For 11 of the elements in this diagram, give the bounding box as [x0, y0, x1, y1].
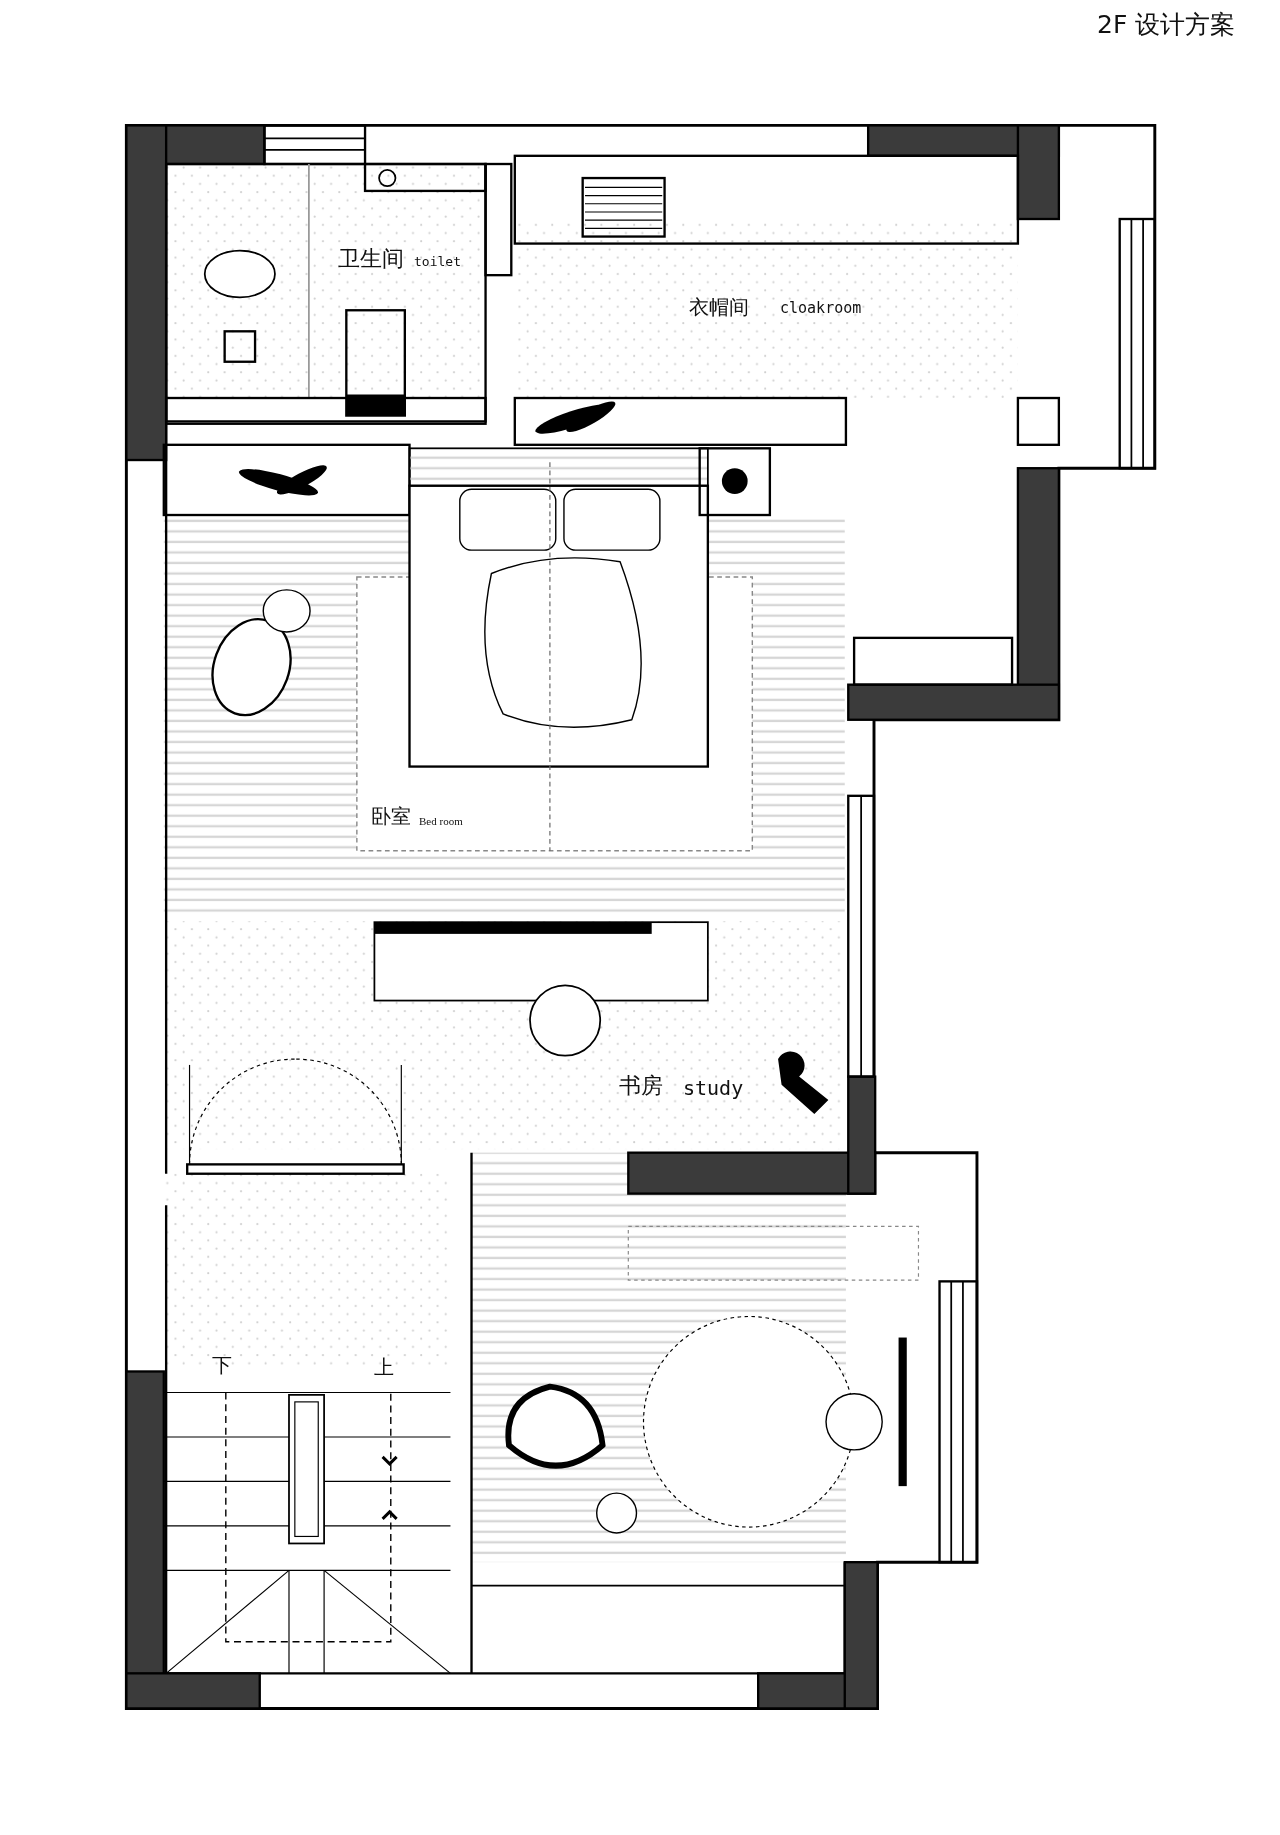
- room-label: 卫生间: [338, 248, 404, 270]
- stair-label: 下: [212, 1355, 232, 1375]
- room-label: study: [683, 1078, 744, 1098]
- room-label: Bed room: [419, 816, 463, 827]
- room-label: 衣帽间: [689, 297, 749, 317]
- room-label: cloakroom: [780, 301, 862, 316]
- title: 2F 设计方案: [1097, 12, 1236, 37]
- room-label: 书房: [619, 1075, 663, 1097]
- room-label: toilet: [414, 255, 461, 268]
- stair-label: 上: [374, 1357, 394, 1377]
- room-label: 卧室: [371, 806, 411, 826]
